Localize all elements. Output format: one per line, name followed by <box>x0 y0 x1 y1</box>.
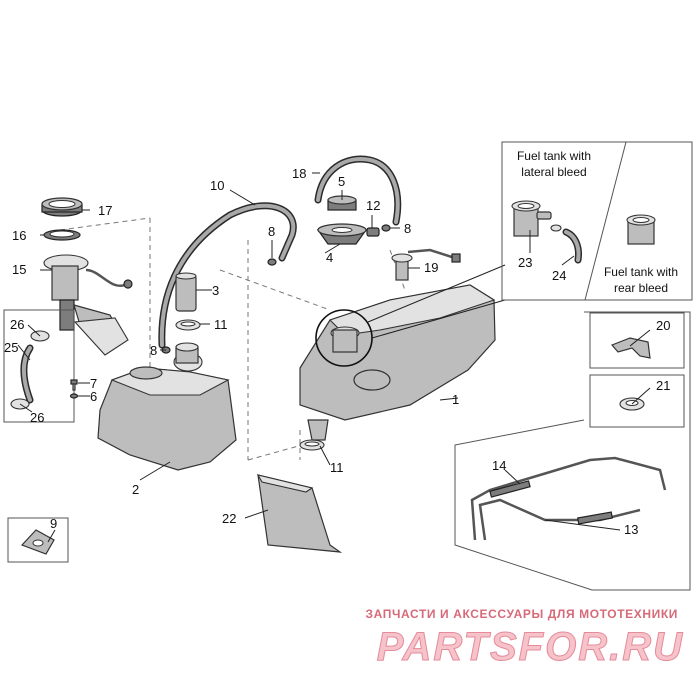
part-17-locking-ring <box>41 197 83 217</box>
part-9-clip <box>20 529 55 555</box>
label-part-22: 22 <box>222 511 236 526</box>
part-25-26-frame <box>3 309 75 423</box>
label-part-24: 24 <box>552 268 566 283</box>
callout-rear-line2: rear bleed <box>614 281 668 295</box>
label-part-26-lower: 26 <box>30 410 44 425</box>
label-part-8-middle: 8 <box>268 224 275 239</box>
label-part-19: 19 <box>424 260 438 275</box>
label-part-15: 15 <box>12 262 26 277</box>
part-20-bracket <box>610 337 651 359</box>
zoom-leader-lower <box>371 299 506 339</box>
callout-rear-line1: Fuel tank with <box>604 265 678 279</box>
variant-inset-box <box>501 141 693 301</box>
label-part-25: 25 <box>4 340 18 355</box>
part-6-washer <box>69 393 79 399</box>
watermark-tagline: ЗАПЧАСТИ И АКСЕССУАРЫ ДЛЯ МОТОТЕХНИКИ <box>366 607 678 621</box>
label-part-2: 2 <box>132 482 139 497</box>
callout-lateral-line1: Fuel tank with <box>517 149 591 163</box>
part-16-seal <box>43 229 81 241</box>
label-part-4: 4 <box>326 250 333 265</box>
label-part-26-upper: 26 <box>10 317 24 332</box>
label-part-9: 9 <box>50 516 57 531</box>
label-part-10: 10 <box>210 178 224 193</box>
part-21-clip <box>619 397 645 411</box>
label-part-8-right: 8 <box>404 221 411 236</box>
part-12-valve <box>366 227 380 237</box>
leader-lines <box>17 172 651 543</box>
part-18-breather-hose <box>314 155 402 226</box>
part-4-filler-neck <box>316 223 368 245</box>
part-23-bleed-neck-lateral <box>511 200 552 237</box>
label-part-20: 20 <box>656 318 670 333</box>
part-8-clip-right <box>381 224 391 232</box>
part-22-shield <box>256 474 343 553</box>
part-13-hose <box>478 480 641 541</box>
label-part-18: 18 <box>292 166 306 181</box>
label-part-14: 14 <box>492 458 506 473</box>
part-10-hose <box>158 202 297 349</box>
part-7-screw <box>70 379 78 391</box>
label-part-12: 12 <box>366 198 380 213</box>
part-15-fuel-pump <box>43 254 133 356</box>
label-part-5: 5 <box>338 174 345 189</box>
part-19-level-sensor <box>391 248 461 281</box>
bleed-neck-rear <box>626 214 656 245</box>
part-9-frame <box>7 517 69 563</box>
part-labels: 1 2 3 4 5 6 7 8 8 8 9 10 11 11 12 13 14 … <box>4 166 670 537</box>
part-25-hose <box>20 344 34 404</box>
part-11-clamp-upper <box>175 319 201 331</box>
label-part-7: 7 <box>90 376 97 391</box>
variant-callouts: Fuel tank with lateral bleed Fuel tank w… <box>517 149 678 295</box>
watermark-logo: PARTSFOR.RU <box>377 625 684 669</box>
callout-lateral-line2: lateral bleed <box>521 165 586 179</box>
label-part-8-left: 8 <box>150 343 157 358</box>
label-part-1: 1 <box>452 392 459 407</box>
part-21-frame <box>589 374 685 428</box>
part-24-bleed-hose <box>550 224 582 264</box>
label-part-6: 6 <box>90 389 97 404</box>
label-part-3: 3 <box>212 283 219 298</box>
label-part-21: 21 <box>656 378 670 393</box>
label-part-11-upper: 11 <box>214 317 228 332</box>
label-part-11-lower: 11 <box>330 460 344 475</box>
watermark: ЗАПЧАСТИ И АКСЕССУАРЫ ДЛЯ МОТОТЕХНИКИ PA… <box>366 607 684 670</box>
part-8-clip-middle <box>267 258 277 266</box>
part-1-fuel-tank <box>299 284 496 441</box>
part-14-hose <box>470 456 667 541</box>
zoom-leader-upper <box>367 264 506 323</box>
label-part-23: 23 <box>518 255 532 270</box>
part-13-14-frame <box>454 311 691 591</box>
part-11-clamp-lower <box>299 439 325 451</box>
label-part-13: 13 <box>624 522 638 537</box>
part-20-frame <box>589 312 685 369</box>
part-2-fuel-tank <box>97 342 237 471</box>
label-part-17: 17 <box>98 203 112 218</box>
part-3-sleeve <box>175 272 197 312</box>
label-part-16: 16 <box>12 228 26 243</box>
